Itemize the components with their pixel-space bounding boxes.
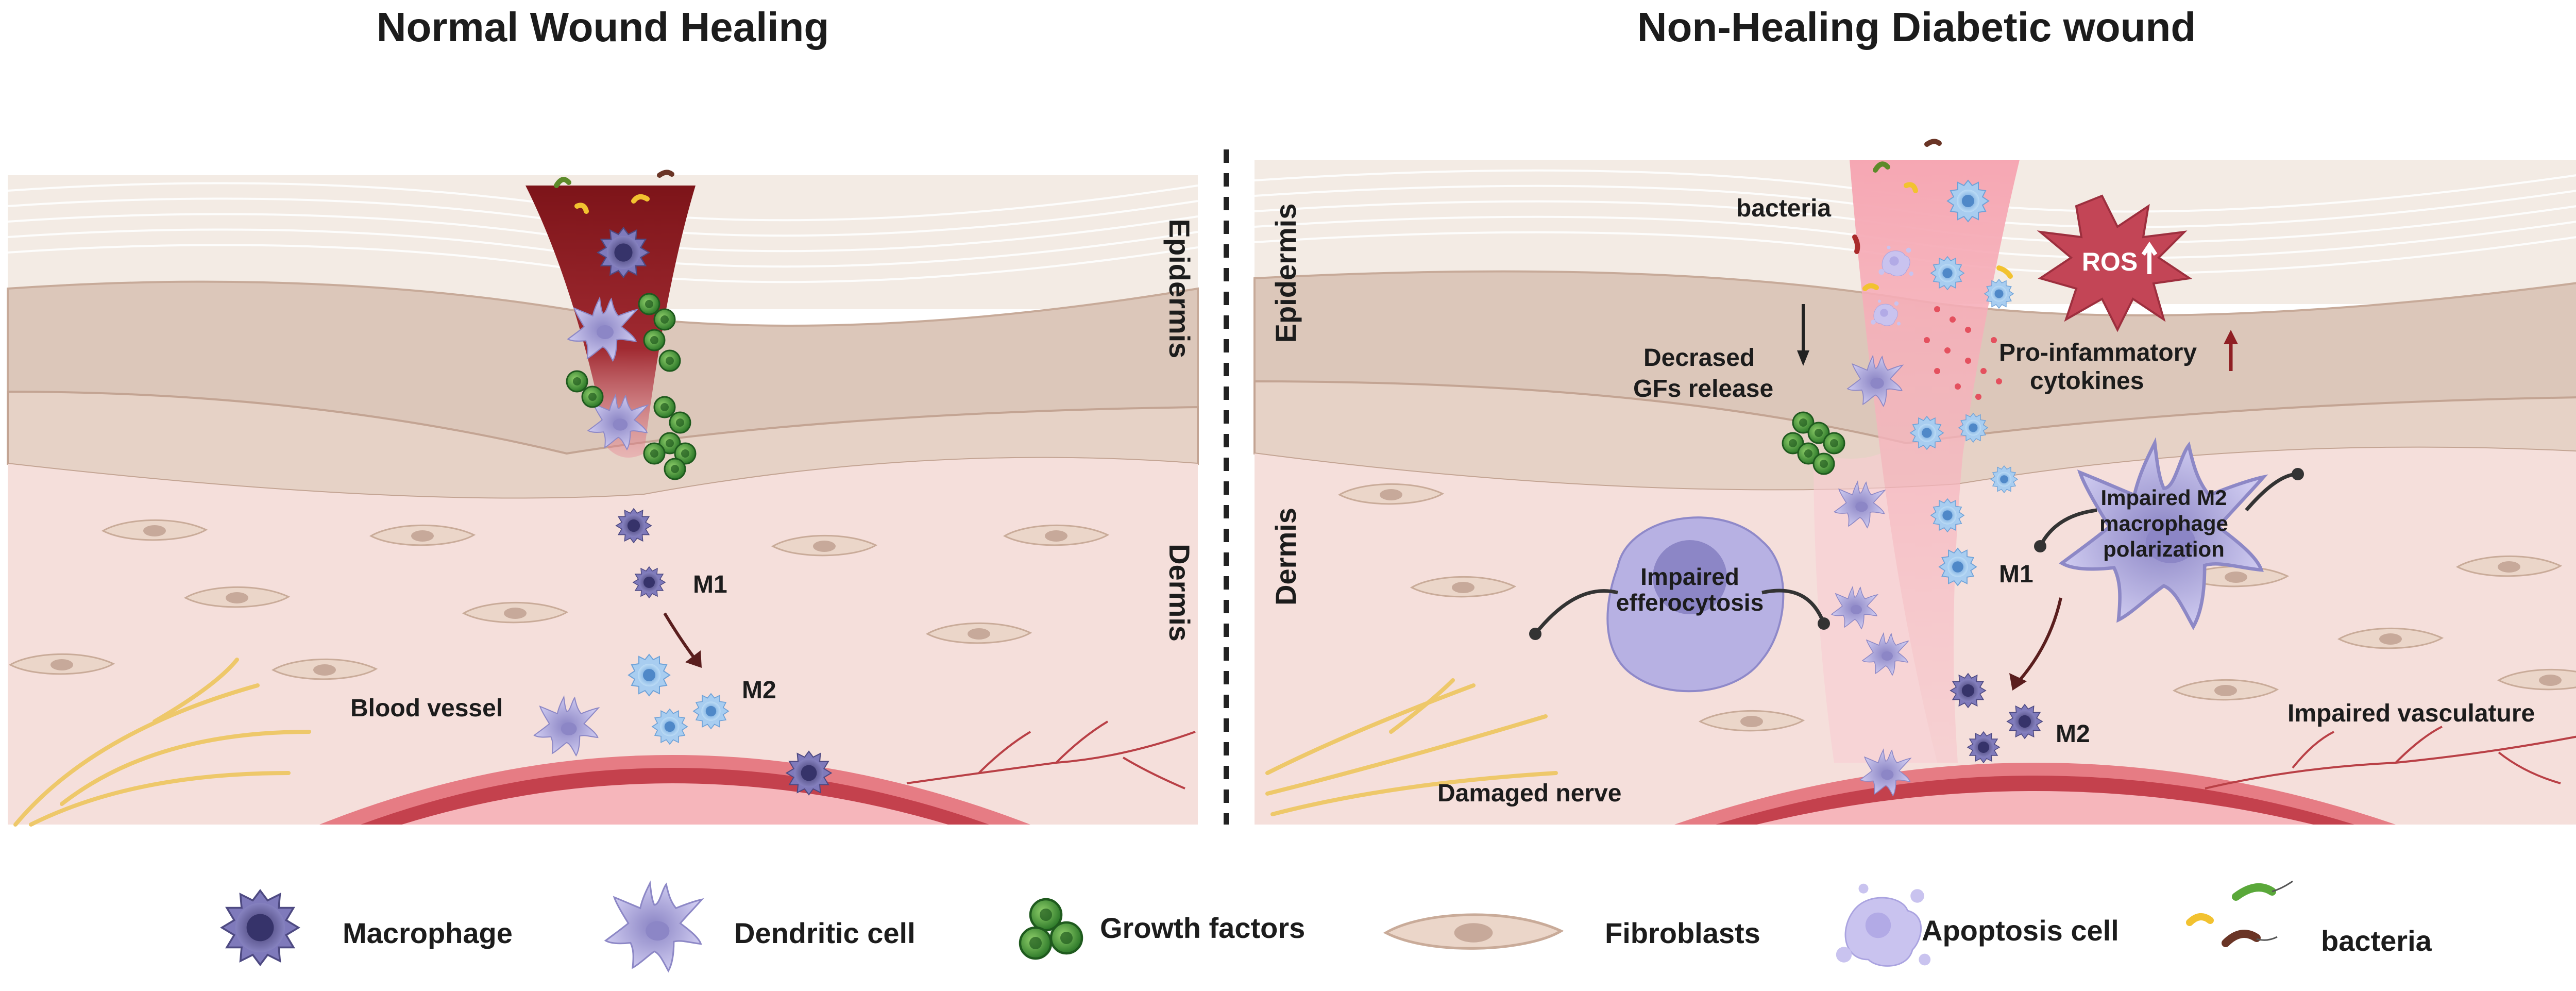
left-epidermis-label: Epidermis	[1163, 219, 1196, 359]
legend: Macrophage Dendritic cell Growth factors…	[221, 880, 2432, 972]
damaged-nerve-label: Damaged nerve	[1437, 780, 1622, 807]
right-bacteria-label: bacteria	[1736, 195, 1831, 222]
left-m1-label: M1	[693, 571, 727, 598]
legend-label: bacteria	[2321, 925, 2432, 957]
legend-item-bacteria: bacteria	[2186, 880, 2432, 957]
legend-item-dendritic: Dendritic cell	[604, 882, 916, 972]
legend-label: Growth factors	[1100, 912, 1305, 944]
legend-label: Macrophage	[343, 917, 513, 949]
impaired-m2-label-2: macrophage	[2099, 511, 2228, 535]
left-blood-vessel-label: Blood vessel	[350, 695, 503, 722]
ros-up-arrow-icon	[2141, 241, 2158, 274]
legend-item-macrophage: Macrophage	[221, 889, 513, 966]
impaired-efferocytosis-label-2: efferocytosis	[1616, 589, 1764, 616]
macrophage-icon	[221, 889, 300, 966]
decreased-gfs-label-2: GFs release	[1633, 375, 1773, 402]
legend-label: Fibroblasts	[1605, 917, 1760, 949]
right-dermis-label: Dermis	[1269, 508, 1302, 606]
impaired-efferocytosis-label-1: Impaired	[1640, 563, 1739, 590]
left-panel	[7, 170, 1199, 827]
fibroblast-icon	[1386, 915, 1561, 948]
right-panel-title: Non-Healing Diabetic wound	[1637, 4, 2196, 50]
impaired-vasculature-label: Impaired vasculature	[2287, 700, 2535, 727]
bacteria-icon	[2186, 880, 2293, 947]
pro-inflammatory-label-1: Pro-infammatory	[1999, 339, 2197, 366]
legend-item-growth: Growth factors	[1020, 899, 1305, 959]
decreased-gfs-label-1: Decrased	[1643, 344, 1755, 372]
apoptosis-cell-icon	[1835, 883, 1931, 967]
growth-factor-icon	[1020, 899, 1082, 959]
right-m1-label: M1	[1999, 561, 2033, 588]
legend-item-apoptosis: Apoptosis cell	[1835, 883, 2119, 967]
pro-inflammatory-label-2: cytokines	[2030, 367, 2144, 395]
legend-item-fibroblast: Fibroblasts	[1386, 915, 1760, 949]
impaired-m2-label-1: Impaired M2	[2100, 485, 2227, 510]
right-m2-label: M2	[2056, 720, 2090, 748]
right-epidermis-label: Epidermis	[1269, 204, 1302, 343]
dendritic-cell-icon	[604, 882, 703, 972]
left-panel-title: Normal Wound Healing	[377, 4, 829, 50]
impaired-m2-label-3: polarization	[2103, 537, 2225, 561]
legend-label: Dendritic cell	[734, 917, 916, 949]
legend-label: Apoptosis cell	[1922, 914, 2119, 947]
left-m2-label: M2	[742, 677, 776, 704]
left-dermis-label: Dermis	[1163, 544, 1196, 642]
ros-label: ROS	[2082, 247, 2138, 276]
right-panel	[1253, 139, 2576, 825]
